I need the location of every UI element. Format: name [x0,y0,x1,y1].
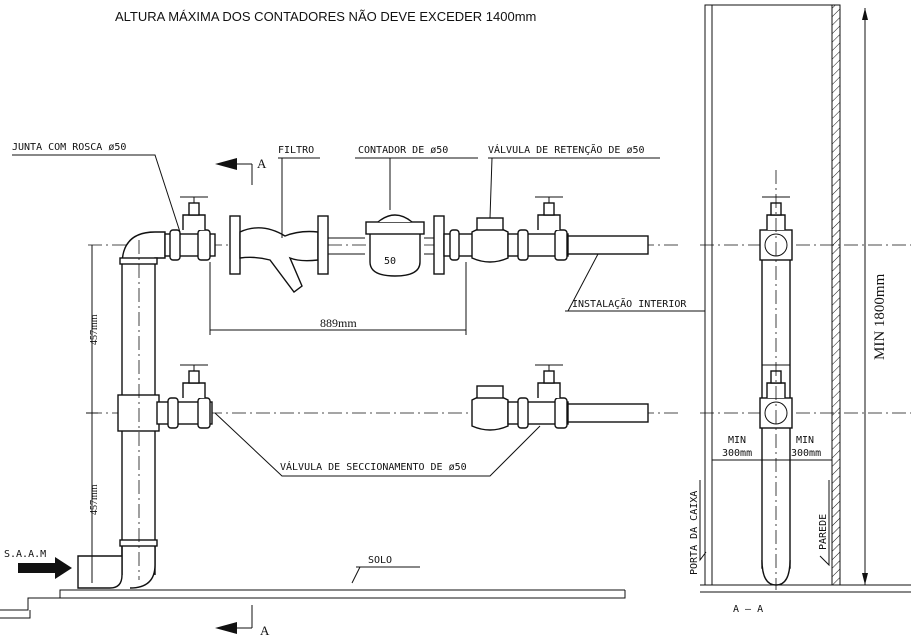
ground-slab [0,589,626,619]
dim-889: 889mm [320,316,357,330]
svg-text:A: A [260,623,270,638]
dim-457-upper: 457mm [89,314,100,345]
label-instalacao: INSTALAÇÃO INTERIOR [572,297,687,310]
label-filtro: FILTRO [278,145,314,156]
interior-pipe [567,235,649,255]
flange [229,215,241,275]
label-seccionamento: VÁLVULA DE SECCIONAMENTO DE ø50 [280,460,467,473]
water-meter [369,231,421,277]
gate-valve-1 [182,214,206,230]
label-porta: PORTA DA CAIXA [689,491,700,575]
label-parede: PAREDE [818,514,829,550]
svg-text:MIN: MIN [796,435,814,446]
label-contador: CONTADOR DE ø50 [358,145,448,156]
section-marker-top: A [215,156,267,185]
lower-assembly [156,364,649,431]
meter-number: 50 [384,256,396,267]
filter-strainer [239,227,319,293]
gate-valve-2 [537,214,561,230]
drawing-title: ALTURA MÁXIMA DOS CONTADORES NÃO DEVE EX… [115,9,536,24]
dim-300-right: 300mm [791,448,821,459]
check-valve [471,226,509,263]
section-view: MIN 1800mm MIN 300mm MIN 300mm PORTA DA … [689,4,911,615]
section-marker-bottom: A [215,605,270,638]
riser-pipe [77,231,166,589]
label-junta: JUNTA COM ROSCA ø50 [12,142,126,153]
dim-min-1800: MIN 1800mm [872,273,888,360]
dim-457-lower: 457mm [89,484,100,515]
label-saam: S.A.A.M [4,549,46,560]
label-solo: SOLO [368,555,392,566]
upper-assembly: 50 [164,196,649,293]
dim-300-left: 300mm [722,448,752,459]
section-title: A — A [733,604,763,615]
svg-text:MIN: MIN [728,435,746,446]
label-retencao: VÁLVULA DE RETENÇÃO DE ø50 [488,143,645,156]
svg-text:A: A [257,156,267,171]
inlet-arrow-icon [18,557,72,579]
